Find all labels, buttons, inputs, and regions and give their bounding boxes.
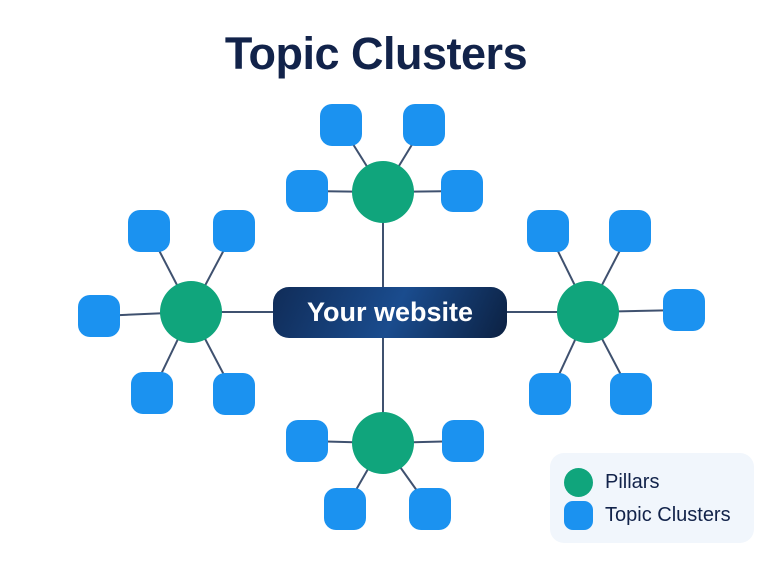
- topic-cluster-node: [286, 170, 328, 212]
- topic-cluster-node: [128, 210, 170, 252]
- topic-cluster-swatch-icon: [564, 501, 593, 530]
- legend: Pillars Topic Clusters: [550, 453, 754, 543]
- topic-cluster-node: [441, 170, 483, 212]
- pillar-node-bottom: [352, 412, 414, 474]
- pillar-swatch-icon: [564, 468, 593, 497]
- topic-cluster-node: [663, 289, 705, 331]
- topic-cluster-node: [131, 372, 173, 414]
- pillar-node-right: [557, 281, 619, 343]
- page-title: Topic Clusters: [224, 28, 528, 79]
- legend-item-topic-clusters: Topic Clusters: [564, 501, 740, 530]
- topic-cluster-node: [78, 295, 120, 337]
- topic-cluster-node: [409, 488, 451, 530]
- topic-cluster-node: [320, 104, 362, 146]
- topic-cluster-node: [527, 210, 569, 252]
- legend-label-topic-clusters: Topic Clusters: [605, 504, 731, 526]
- topic-cluster-node: [324, 488, 366, 530]
- topic-cluster-node: [213, 373, 255, 415]
- topic-cluster-node: [529, 373, 571, 415]
- your-website-label: Your website: [306, 297, 474, 327]
- legend-label-pillars: Pillars: [605, 471, 660, 493]
- your-website-badge: Your website: [273, 287, 507, 338]
- topic-cluster-node: [442, 420, 484, 462]
- pillar-node-left: [160, 281, 222, 343]
- topic-cluster-node: [286, 420, 328, 462]
- topic-cluster-node: [213, 210, 255, 252]
- topic-cluster-node: [403, 104, 445, 146]
- topic-cluster-node: [609, 210, 651, 252]
- legend-item-pillars: Pillars: [564, 468, 740, 497]
- pillar-node-top: [352, 161, 414, 223]
- topic-cluster-node: [610, 373, 652, 415]
